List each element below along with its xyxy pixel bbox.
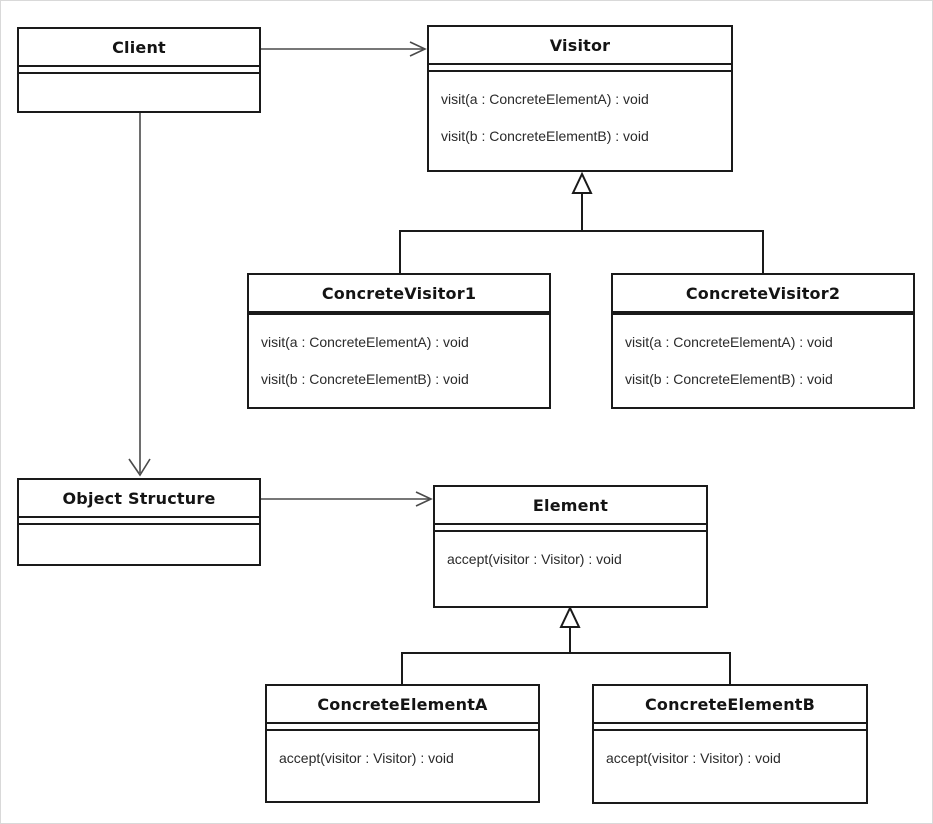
- method-signature: visit(b : ConcreteElementB) : void: [625, 371, 833, 387]
- association-client-to-visitor: [261, 41, 427, 57]
- operations-compartment: [19, 525, 259, 564]
- class-box-concrete-visitor-1: ConcreteVisitor1 visit(a : ConcreteEleme…: [247, 273, 551, 409]
- class-title: Element: [435, 487, 706, 525]
- operations-compartment: [19, 74, 259, 111]
- open-arrowhead-icon: [128, 458, 151, 477]
- hollow-triangle-icon: [571, 171, 593, 194]
- operations-compartment: accept(visitor : Visitor) : void: [594, 731, 866, 802]
- method-signature: accept(visitor : Visitor) : void: [606, 750, 781, 766]
- class-title: Visitor: [429, 27, 731, 65]
- class-box-client: Client: [17, 27, 261, 113]
- method-signature: visit(a : ConcreteElementA) : void: [261, 334, 469, 350]
- method-signature: accept(visitor : Visitor) : void: [279, 750, 454, 766]
- class-box-concrete-element-a: ConcreteElementA accept(visitor : Visito…: [265, 684, 540, 803]
- attributes-compartment: [19, 67, 259, 74]
- operations-compartment: accept(visitor : Visitor) : void: [267, 731, 538, 801]
- class-title: ConcreteVisitor1: [249, 275, 549, 313]
- attributes-compartment: [267, 724, 538, 731]
- hollow-triangle-icon: [559, 605, 581, 628]
- open-arrowhead-icon: [415, 491, 433, 507]
- class-title: Client: [19, 29, 259, 67]
- class-title: ConcreteElementB: [594, 686, 866, 724]
- attributes-compartment: [435, 525, 706, 532]
- class-title: ConcreteVisitor2: [613, 275, 913, 313]
- method-signature: accept(visitor : Visitor) : void: [447, 551, 622, 567]
- association-client-to-object-structure: [128, 113, 151, 477]
- attributes-compartment: [249, 313, 549, 315]
- class-box-concrete-element-b: ConcreteElementB accept(visitor : Visito…: [592, 684, 868, 804]
- class-title: Object Structure: [19, 480, 259, 518]
- method-signature: visit(a : ConcreteElementA) : void: [625, 334, 833, 350]
- generalization-elements: [401, 605, 731, 684]
- class-box-concrete-visitor-2: ConcreteVisitor2 visit(a : ConcreteEleme…: [611, 273, 915, 409]
- class-box-element: Element accept(visitor : Visitor) : void: [433, 485, 708, 608]
- open-arrowhead-icon: [409, 41, 427, 57]
- attributes-compartment: [594, 724, 866, 731]
- class-box-object-structure: Object Structure: [17, 478, 261, 566]
- attributes-compartment: [19, 518, 259, 525]
- generalization-visitors: [399, 171, 764, 273]
- association-object-structure-to-element: [261, 491, 433, 507]
- attributes-compartment: [429, 65, 731, 72]
- method-signature: visit(b : ConcreteElementB) : void: [261, 371, 469, 387]
- operations-compartment: visit(a : ConcreteElementA) : void visit…: [249, 315, 549, 408]
- attributes-compartment: [613, 313, 913, 315]
- operations-compartment: visit(a : ConcreteElementA) : void visit…: [429, 72, 731, 170]
- method-signature: visit(b : ConcreteElementB) : void: [441, 128, 649, 144]
- method-signature: visit(a : ConcreteElementA) : void: [441, 91, 649, 107]
- operations-compartment: visit(a : ConcreteElementA) : void visit…: [613, 315, 913, 408]
- operations-compartment: accept(visitor : Visitor) : void: [435, 532, 706, 606]
- class-title: ConcreteElementA: [267, 686, 538, 724]
- class-box-visitor: Visitor visit(a : ConcreteElementA) : vo…: [427, 25, 733, 172]
